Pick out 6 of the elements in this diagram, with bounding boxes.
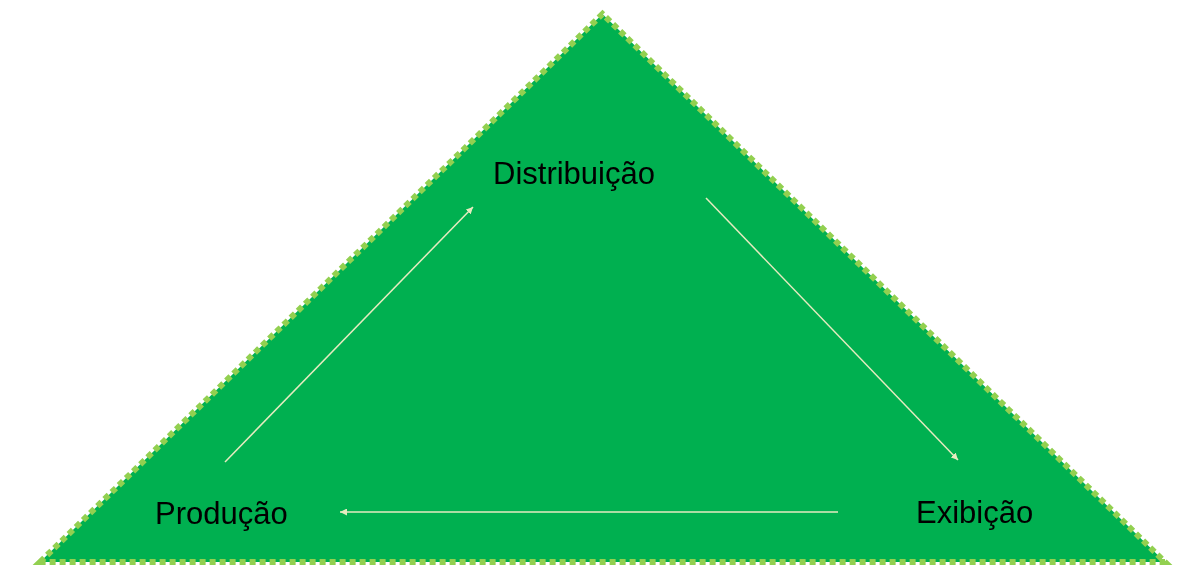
arrow: [339, 508, 839, 516]
stage-label: Produção: [155, 498, 288, 529]
arrow: [224, 206, 474, 463]
arrow: [705, 197, 959, 461]
stage-label: Distribuição: [493, 158, 655, 189]
stage-label: Exibição: [916, 497, 1034, 528]
